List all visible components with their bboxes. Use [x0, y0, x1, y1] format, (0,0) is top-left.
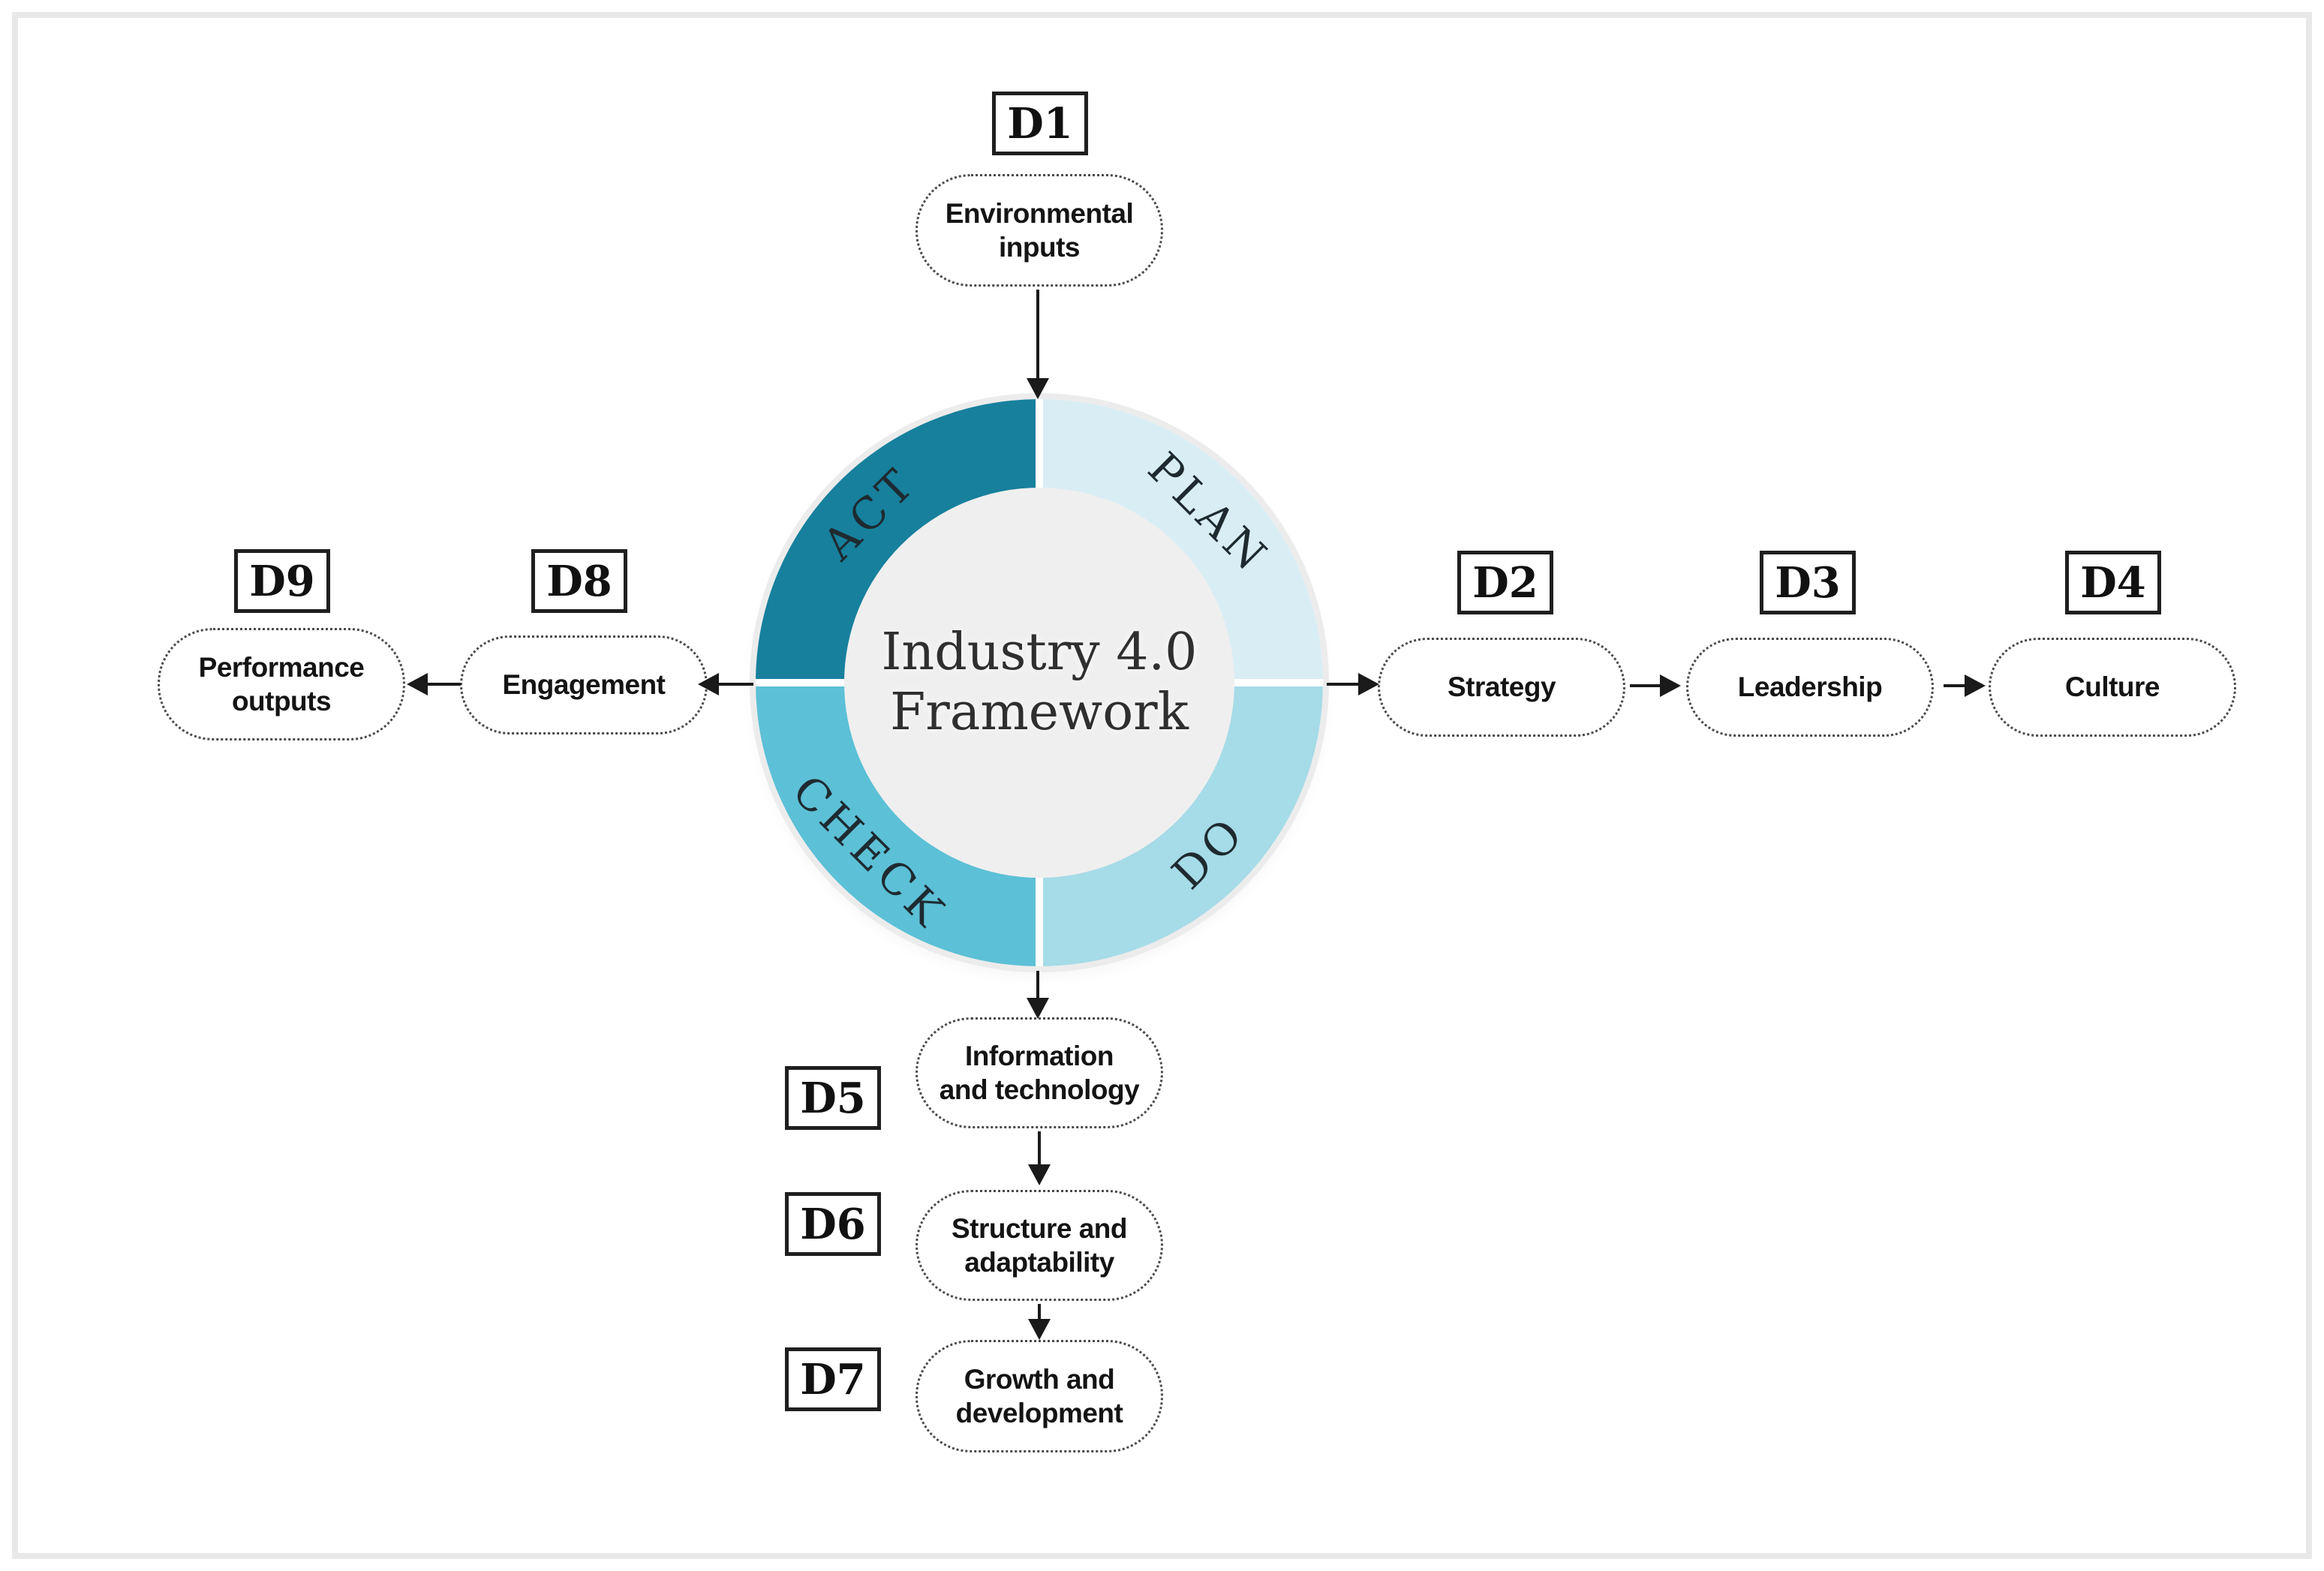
- tag-d8: D8: [531, 549, 627, 613]
- arrow-cycle-to-info-line: [1036, 971, 1039, 999]
- node-growth-development: Growth and development: [915, 1340, 1163, 1452]
- cycle-center-circle: [844, 488, 1234, 878]
- node-strategy: Strategy: [1378, 638, 1625, 737]
- node-information-technology: Information and technology: [915, 1017, 1163, 1128]
- node-leadership: Leadership: [1686, 638, 1934, 737]
- arrow-strategy-to-leadership-line: [1630, 684, 1663, 687]
- tag-d7: D7: [785, 1347, 881, 1411]
- center-title-line2: Framework: [890, 683, 1189, 742]
- tag-d3: D3: [1760, 551, 1856, 614]
- tag-d9: D9: [234, 549, 330, 613]
- node-performance-outputs: Performance outputs: [158, 628, 405, 740]
- arrow-cycle-to-strategy-head: [1358, 673, 1379, 695]
- arrow-engagement-to-performance-line: [426, 683, 461, 686]
- node-culture: Culture: [1989, 638, 2236, 737]
- arrow-cycle-to-engagement-head: [698, 673, 719, 695]
- node-structure-adaptability: Structure and adaptability: [915, 1190, 1163, 1301]
- tag-d4: D4: [2065, 551, 2161, 614]
- cycle-center-title: Industry 4.0 Framework: [882, 623, 1198, 743]
- arrow-info-to-structure-line: [1038, 1131, 1041, 1166]
- arrow-structure-to-growth-head: [1028, 1319, 1051, 1340]
- node-environmental-inputs: Environmental inputs: [915, 174, 1163, 287]
- arrow-leadership-to-culture-line: [1944, 684, 1968, 687]
- arrow-info-to-structure-head: [1028, 1164, 1051, 1185]
- node-engagement: Engagement: [460, 635, 708, 734]
- tag-d1: D1: [992, 92, 1088, 155]
- arrow-cycle-to-engagement-line: [717, 683, 753, 686]
- pdca-cycle-donut: ACT PLAN CHECK DO Industry 4.0 Framework: [756, 399, 1323, 966]
- tag-d5: D5: [785, 1066, 881, 1130]
- arrow-cycle-to-strategy-line: [1327, 683, 1361, 686]
- tag-d2: D2: [1457, 551, 1553, 614]
- tag-d6: D6: [785, 1192, 881, 1256]
- arrow-env-to-cycle-head: [1027, 378, 1049, 399]
- arrow-env-to-cycle-line: [1036, 290, 1039, 380]
- arrow-strategy-to-leadership-head: [1660, 674, 1681, 697]
- arrow-engagement-to-performance-head: [407, 673, 428, 695]
- arrow-structure-to-growth-line: [1038, 1304, 1041, 1320]
- arrow-cycle-to-info-head: [1027, 998, 1049, 1019]
- arrow-leadership-to-culture-head: [1965, 674, 1986, 697]
- center-title-line1: Industry 4.0: [881, 622, 1198, 682]
